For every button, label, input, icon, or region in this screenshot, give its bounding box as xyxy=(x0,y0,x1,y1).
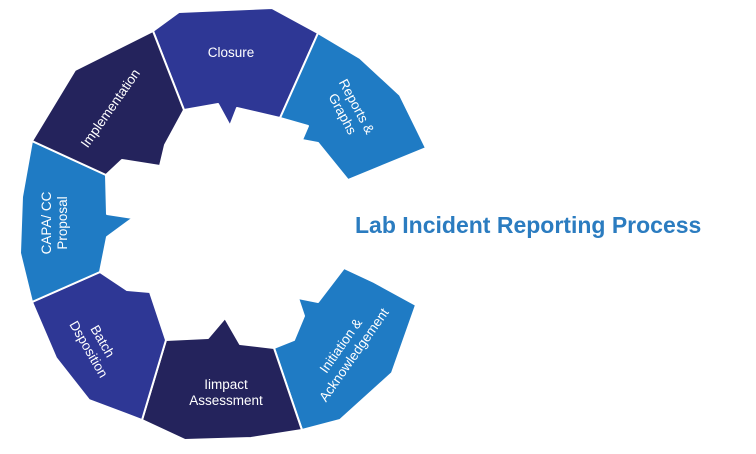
segment-implementation xyxy=(31,30,185,176)
label-closure: Closure xyxy=(208,45,255,60)
label-line: Assessment xyxy=(189,393,263,408)
label-capa: CAPA/ CCProposal xyxy=(39,191,70,254)
label-line: Iimpact xyxy=(204,377,248,392)
label-line: Closure xyxy=(208,45,255,60)
label-line: Proposal xyxy=(55,196,70,249)
segment-reports xyxy=(279,32,427,181)
page-title: Lab Incident Reporting Process xyxy=(355,212,702,238)
segment-capa xyxy=(19,140,134,303)
label-line: CAPA/ CC xyxy=(39,191,54,254)
segment-closure xyxy=(152,7,319,127)
